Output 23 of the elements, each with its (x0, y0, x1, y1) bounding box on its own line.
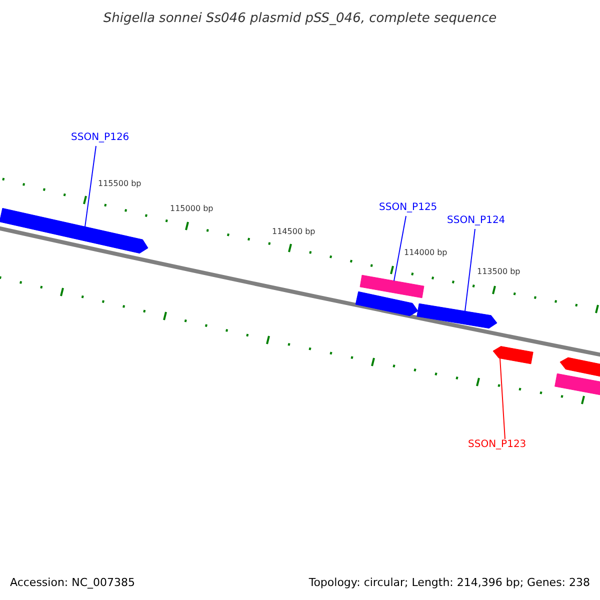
gene-feature (560, 357, 600, 378)
position-label: 113500 bp (477, 267, 520, 277)
leader-line (84, 146, 96, 228)
footer-text: Accession: NC_007385 (10, 576, 136, 589)
gene-feature (416, 303, 498, 329)
gene-bar (360, 274, 424, 298)
gene-bar (554, 373, 600, 396)
gene-feature (492, 346, 534, 364)
gene-label: SSON_P123 (468, 439, 526, 451)
leader-line (394, 216, 406, 282)
gene-label: SSON_P124 (447, 215, 506, 227)
leader-line (500, 358, 506, 440)
footer-text: Topology: circular; Length: 214,396 bp; Genes: 238 (308, 576, 590, 589)
leader-line (464, 228, 476, 312)
position-label: 114000 bp (404, 248, 448, 258)
title: Shigella sonnei Ss046 plasmid pSS_046, complete sequence (102, 10, 498, 28)
position-label: 114500 bp (272, 227, 316, 237)
gene-label: SSON_P125 (379, 202, 438, 214)
position-label: 115500 bp (98, 179, 142, 189)
gene-label: SSON_P126 (71, 132, 130, 144)
position-label: 115000 bp (170, 204, 214, 214)
gene-feature (0, 208, 148, 254)
gene-feature (355, 291, 418, 316)
